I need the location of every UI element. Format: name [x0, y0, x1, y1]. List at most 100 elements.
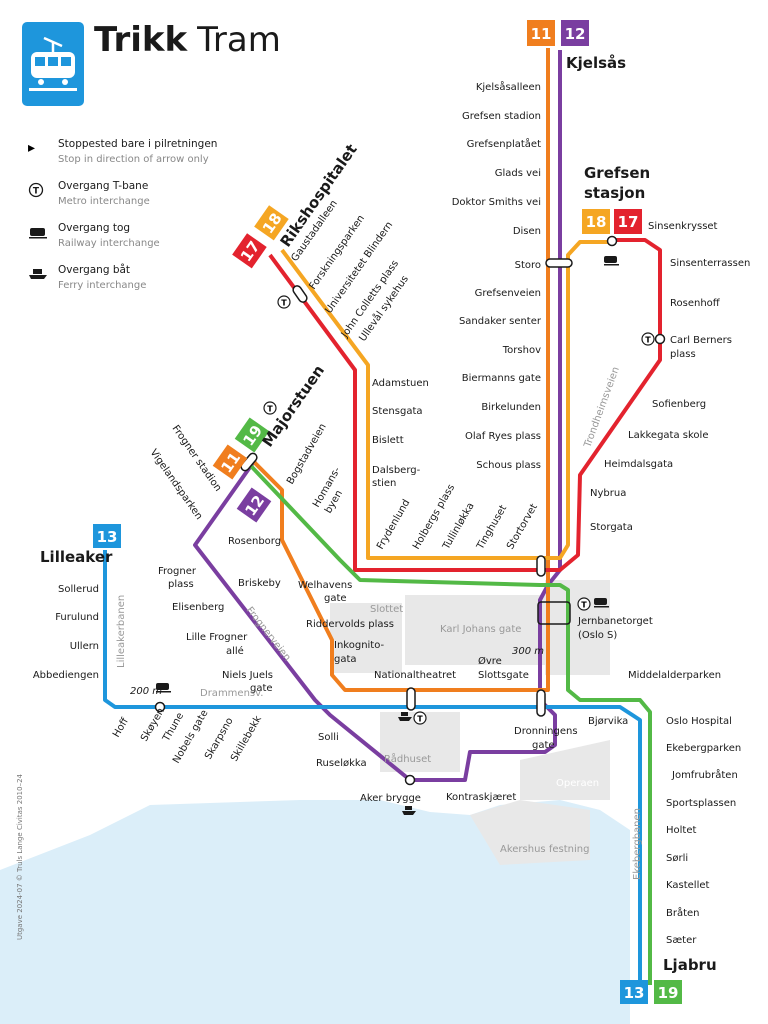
map-label: Bislett: [372, 435, 404, 446]
map-label: Nationaltheatret: [374, 670, 456, 681]
map-shape: [654, 980, 682, 1004]
train-icon: [604, 256, 619, 266]
map-label: Fryden­lund: [375, 498, 412, 552]
fjord-water: [0, 800, 630, 1024]
interchange-dronningens: [536, 689, 546, 717]
metro-icon: T: [641, 332, 655, 346]
map-shape: [577, 597, 591, 611]
map-label: Ullern: [70, 641, 99, 652]
map-shape: [582, 209, 610, 234]
map-label: 17: [618, 213, 639, 231]
interchange-jernbanetorget-2: [537, 601, 571, 625]
terminal-grefsen-2: stasjon: [584, 184, 645, 202]
place-operaen: Operaen: [556, 778, 599, 789]
frogner-stops: Frogner plass Elisenberg Lille Frogner a…: [158, 566, 516, 804]
map-label: Bråten: [666, 906, 700, 919]
map-label: gate: [250, 683, 273, 694]
map-label: Øvre: [478, 655, 502, 667]
map-label: 18: [586, 213, 607, 231]
badge-riks-18: 18: [254, 205, 289, 241]
map-shape: [604, 256, 617, 263]
map-shape: [212, 444, 248, 480]
tram-logo-icon: [22, 22, 84, 106]
opera-area: [520, 740, 610, 800]
map-label: Slottsgate: [478, 670, 529, 681]
map-label: Abbediengen: [33, 670, 99, 681]
map-label: T: [281, 299, 287, 308]
metro-icon: T: [413, 711, 427, 725]
badge-grefsen-17: 17: [614, 209, 642, 234]
map-label: Stortorvet: [505, 502, 540, 551]
map-label: Storo: [515, 260, 541, 271]
badge-majorstuen-11: 11: [212, 444, 248, 480]
metro-icon: T: [28, 182, 50, 198]
copyright: Utgave 2024-07 © Truls Lange Civitas 201…: [16, 773, 24, 940]
map-shape: [236, 487, 272, 523]
map-label: Grefsenplatået: [467, 137, 541, 150]
map-label: 11: [531, 25, 552, 43]
distance-oslo-s: 300 m: [512, 646, 544, 657]
train-icon: [28, 224, 50, 240]
map-label: 13: [624, 984, 645, 1002]
map-label: Hoff: [111, 715, 131, 739]
map-label: T: [267, 405, 273, 414]
badge-riks-17: 17: [232, 233, 267, 269]
place-slottet: Slottet: [370, 604, 403, 615]
map-label: Jernbanetorget: [577, 616, 653, 627]
interchange-skoyen: [154, 701, 166, 713]
map-label: Niels Juels: [222, 670, 273, 681]
map-label: Tinghuset: [475, 503, 510, 552]
map-label: Grefsen stadion: [462, 111, 541, 122]
map-label: Riddervolds plass: [306, 619, 394, 630]
map-label: T: [417, 715, 423, 724]
map-shape: [93, 524, 121, 548]
map-label: Middelalderparken: [628, 670, 721, 681]
map-label: plass: [670, 349, 696, 360]
map-label: Sofienberg: [652, 399, 706, 410]
line-19-route: [248, 463, 652, 985]
svg-text:T: T: [33, 187, 40, 197]
map-label: Lakkegata skole: [628, 430, 708, 441]
map-label: Tullinløkka: [441, 501, 477, 552]
map-label: Torshov: [502, 345, 541, 356]
map-label: Storgata: [590, 522, 633, 533]
train-icon: [156, 683, 171, 693]
map-label: Rosenborg: [228, 536, 281, 547]
map-label: Furulund: [55, 612, 99, 623]
terminal-lilleaker: Lilleaker: [40, 548, 113, 566]
map-label: Sinsenterrassen: [670, 258, 750, 269]
place-karl-johan: Karl Johans gate: [440, 624, 521, 635]
map-label: Holtet: [666, 825, 696, 836]
map-label: Oslo Hospital: [666, 716, 732, 727]
karl-johan-area: [405, 595, 545, 665]
map-label: Stensgata: [372, 406, 423, 417]
map-label: Inkognito-: [334, 640, 385, 651]
map-label: allé: [226, 645, 244, 657]
map-label: Sandaker senter: [459, 316, 542, 327]
map-label: Dronningens: [514, 726, 578, 737]
map-label: Briskeby: [238, 578, 281, 589]
map-shape: [402, 811, 416, 815]
ekeberg-stops: Oslo Hospital Ekebergparken Jomfrubråten…: [666, 716, 741, 946]
map-label: Ruseløkka: [316, 758, 367, 769]
place-trondheimsveien: Trondheimsveien: [582, 365, 622, 449]
map-label: Kjelsåsalleen: [476, 80, 541, 93]
interchange-nationaltheatret: [406, 687, 416, 711]
map-shape: [561, 20, 589, 46]
map-label: Sørli: [666, 853, 688, 864]
map-label: Carl Berners: [670, 335, 732, 346]
map-shape: [413, 711, 427, 725]
map-shape: [232, 233, 267, 269]
map-label: Welhavens: [298, 580, 352, 591]
arrow-icon: ▸: [28, 140, 36, 156]
terminal-ljabru: Ljabru: [663, 956, 717, 974]
map-label: 17: [237, 238, 264, 265]
place-drammensveien: Drammensv.: [200, 688, 263, 699]
interchange-jernbanetorget: [536, 555, 546, 577]
slottet-area: [330, 603, 402, 673]
badge-grefsen-18: 18: [582, 209, 610, 234]
place-radhuset: Rådhuset: [384, 752, 431, 765]
map-label: gate: [532, 740, 555, 751]
